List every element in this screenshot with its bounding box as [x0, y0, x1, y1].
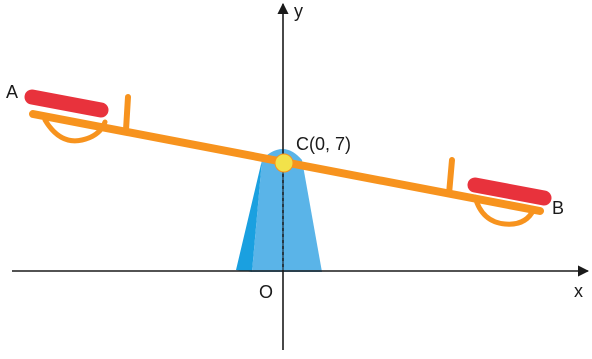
seat-b: [467, 177, 552, 206]
pivot-support: [236, 149, 322, 272]
y-axis-label: y: [294, 1, 303, 21]
pivot-side-face: [236, 150, 298, 272]
seat-a: [24, 89, 109, 118]
x-axis-label: x: [574, 281, 583, 301]
point-b-label: B: [552, 198, 564, 218]
left-seat-loop: [42, 117, 108, 144]
left-handle: [123, 94, 131, 133]
pivot-front-face: [252, 149, 322, 272]
right-handle: [446, 157, 455, 197]
pivot-pin: [274, 153, 294, 173]
origin-label: O: [259, 282, 273, 302]
point-c-label: C(0, 7): [296, 134, 351, 154]
right-seat-loop: [472, 194, 537, 227]
point-a-label: A: [6, 82, 18, 102]
